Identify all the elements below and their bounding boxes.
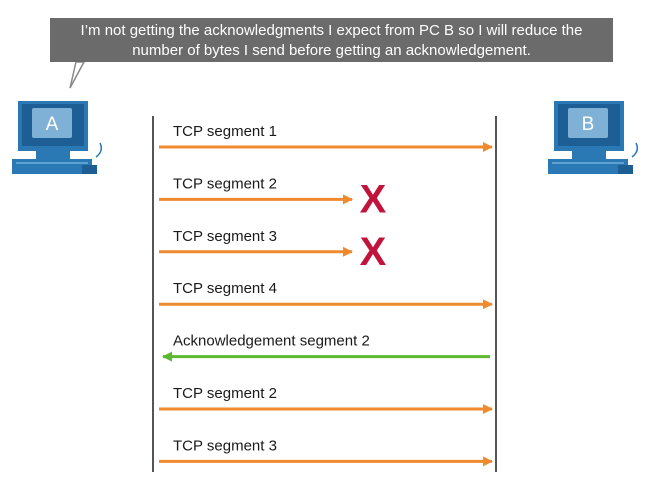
segment-row: TCP segment 3: [159, 437, 493, 467]
segment-row: TCP segment 3 X: [159, 228, 387, 274]
speech-bubble-tail: [69, 61, 86, 89]
segment-label: TCP segment 2: [173, 175, 277, 192]
segment-row: TCP segment 2: [159, 385, 493, 414]
segment-row: TCP segment 4: [159, 280, 493, 310]
speech-bubble: I’m not getting the acknowledgments I ex…: [50, 18, 613, 62]
pc-b-label: B: [582, 114, 595, 135]
segment-row: TCP segment 2 X: [159, 175, 387, 221]
pc-a-label: A: [46, 114, 59, 135]
segment-label: TCP segment 1: [173, 123, 277, 140]
pc-b-icon: B: [548, 101, 639, 174]
speech-line-1: I’m not getting the acknowledgments I ex…: [80, 22, 583, 39]
lost-x-icon: X: [360, 230, 387, 274]
segment-row: Acknowledgement segment 2: [162, 333, 490, 362]
speech-line-2: number of bytes I send before getting an…: [132, 42, 531, 59]
pc-a-icon: A: [12, 101, 103, 174]
segment-label: TCP segment 3: [173, 228, 277, 245]
segment-label: TCP segment 2: [173, 385, 277, 402]
segment-label: TCP segment 4: [173, 280, 277, 297]
segment-label: Acknowledgement segment 2: [173, 333, 370, 350]
segment-label: TCP segment 3: [173, 437, 277, 454]
segment-row: TCP segment 1: [159, 123, 493, 152]
lost-x-icon: X: [360, 177, 387, 221]
